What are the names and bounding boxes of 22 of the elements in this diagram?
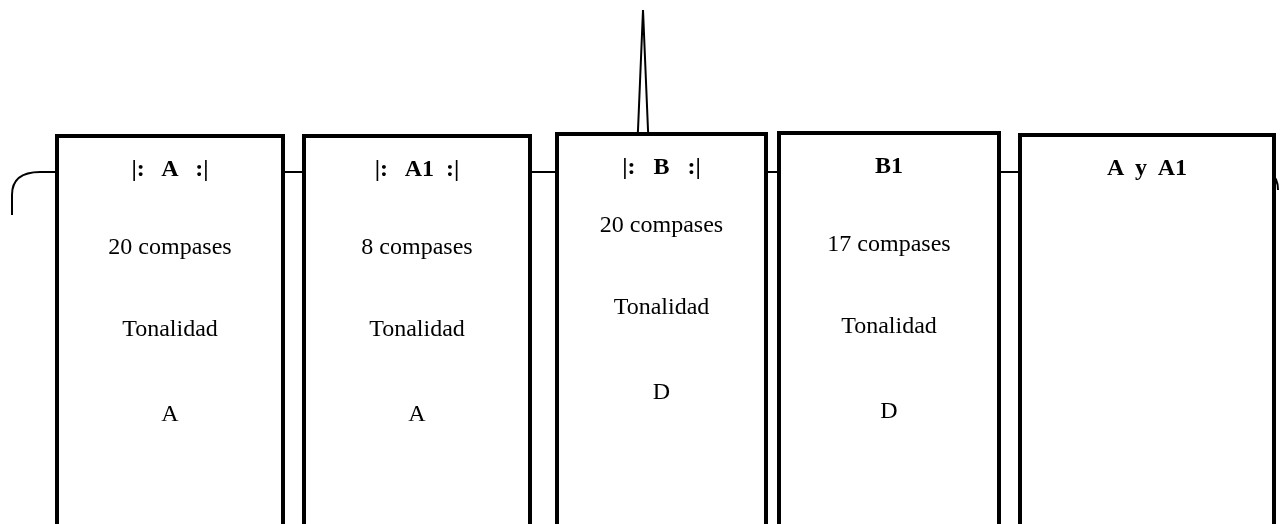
measure-count: 8 compases xyxy=(360,232,474,260)
section-box xyxy=(1018,133,1276,524)
section-box xyxy=(555,132,768,524)
key-name: A xyxy=(407,399,427,427)
section-heading: |: A :| xyxy=(130,154,210,182)
key-name: A xyxy=(160,399,180,427)
key-label: Tonalidad xyxy=(121,314,219,342)
section-heading: A y A1 xyxy=(1106,153,1188,181)
section-heading: |: A1 :| xyxy=(373,154,461,182)
section-heading: |: B :| xyxy=(621,152,702,180)
measure-count: 17 compases xyxy=(826,229,952,257)
key-label: Tonalidad xyxy=(368,314,466,342)
key-label: Tonalidad xyxy=(840,311,938,339)
key-label: Tonalidad xyxy=(612,292,711,320)
section-box xyxy=(302,134,532,524)
key-name: D xyxy=(879,396,899,424)
section-heading: B1 xyxy=(874,151,904,179)
measure-count: 20 compases xyxy=(107,232,233,260)
section-box xyxy=(55,134,285,524)
measure-count: 20 compases xyxy=(598,210,725,238)
key-name: D xyxy=(651,377,672,405)
section-box xyxy=(777,131,1001,524)
